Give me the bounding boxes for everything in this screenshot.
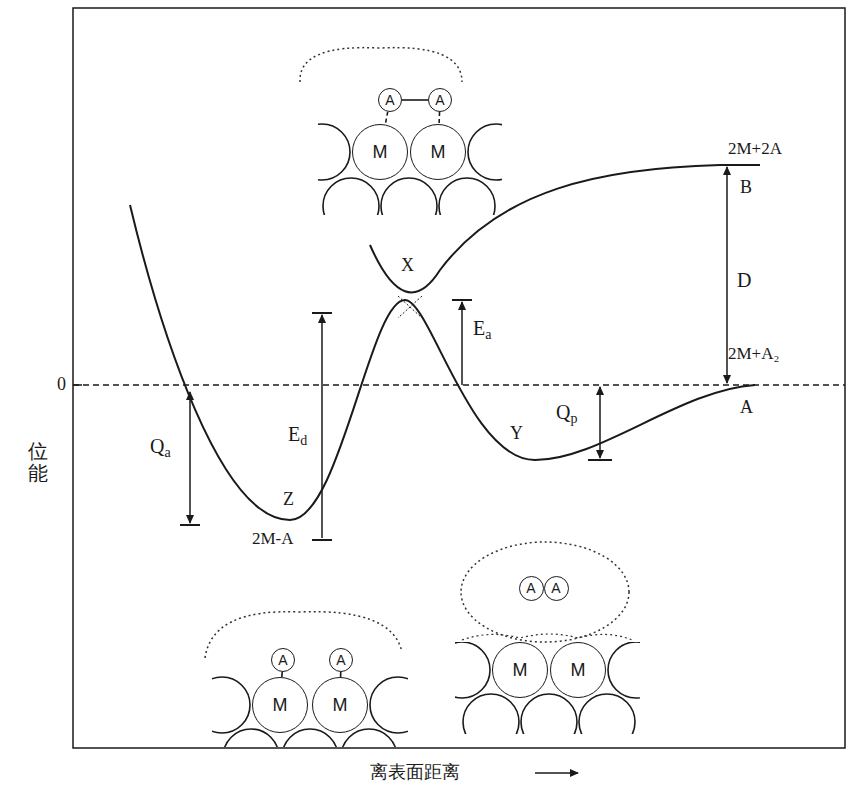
atom-symbol: M — [273, 696, 288, 714]
plot-label: Y — [510, 424, 523, 442]
bond-line — [402, 99, 428, 101]
electron-cloud — [462, 634, 632, 640]
plot-label: Ea — [473, 318, 491, 342]
atom-symbol: A — [385, 93, 394, 107]
plot-label: 0 — [57, 375, 66, 393]
level-bar — [312, 539, 332, 541]
crossing-mark — [398, 296, 422, 318]
dissociation-curve — [370, 165, 760, 292]
plot-label: D — [737, 270, 751, 290]
plot-label: A — [740, 398, 753, 416]
atom-circle: M — [550, 642, 606, 698]
plot-label: 2M+2A — [728, 140, 782, 157]
activation-arrow — [461, 302, 463, 385]
atom-circle: A — [544, 576, 569, 601]
plot-label: B — [740, 178, 752, 196]
electron-cloud — [205, 612, 402, 658]
dissociation-arrow — [726, 167, 728, 383]
atom-circle: M — [352, 124, 408, 180]
atom-symbol: M — [431, 143, 446, 161]
plot-label: Ed — [288, 424, 307, 448]
surface-atoms — [455, 642, 640, 734]
plot-label: Z — [283, 490, 294, 508]
plot-frame — [73, 8, 845, 748]
atom-circle: A — [271, 648, 295, 672]
atom-symbol: M — [513, 661, 528, 679]
atom-circle: A — [329, 648, 353, 672]
atom-circle: M — [492, 642, 548, 698]
atom-circle: A — [428, 88, 452, 112]
physisorption-heat-arrow — [599, 387, 601, 458]
level-bar — [312, 312, 332, 314]
atom-symbol: A — [551, 581, 560, 595]
atom-symbol: M — [373, 143, 388, 161]
atom-symbol: M — [571, 661, 586, 679]
atom-symbol: A — [435, 93, 444, 107]
plot-label: 离表面距离 — [370, 763, 460, 781]
level-bar — [452, 299, 472, 301]
atom-symbol: A — [278, 653, 287, 667]
chemisorption-heat-arrow — [189, 392, 191, 523]
axis-arrow — [535, 772, 578, 774]
atom-circle: A — [378, 88, 402, 112]
atom-symbol: M — [333, 696, 348, 714]
surface-atoms — [212, 677, 408, 747]
chemisorption-curve — [130, 205, 755, 520]
atom-circle: A — [519, 576, 544, 601]
level-bar — [180, 524, 200, 526]
desorption-arrow — [321, 315, 323, 538]
atom-symbol: A — [526, 581, 535, 595]
axis-tick — [73, 384, 82, 386]
plot-label: 2M-A — [252, 530, 294, 547]
atom-circle: M — [312, 677, 368, 733]
atom-circle: M — [410, 124, 466, 180]
atom-circle: M — [252, 677, 308, 733]
plot-label: 2M+A₂ — [728, 345, 779, 362]
atom-symbol: A — [336, 653, 345, 667]
axis-label: 位能 — [28, 440, 48, 484]
electron-cloud — [461, 542, 629, 642]
level-bar — [588, 459, 612, 461]
electron-cloud — [300, 48, 462, 82]
plot-label: X — [401, 256, 414, 274]
plot-label: Qp — [556, 402, 577, 426]
surface-atoms — [318, 124, 502, 215]
bond-line — [438, 112, 440, 124]
bond-line — [385, 112, 387, 125]
plot-label: Qa — [150, 436, 171, 460]
